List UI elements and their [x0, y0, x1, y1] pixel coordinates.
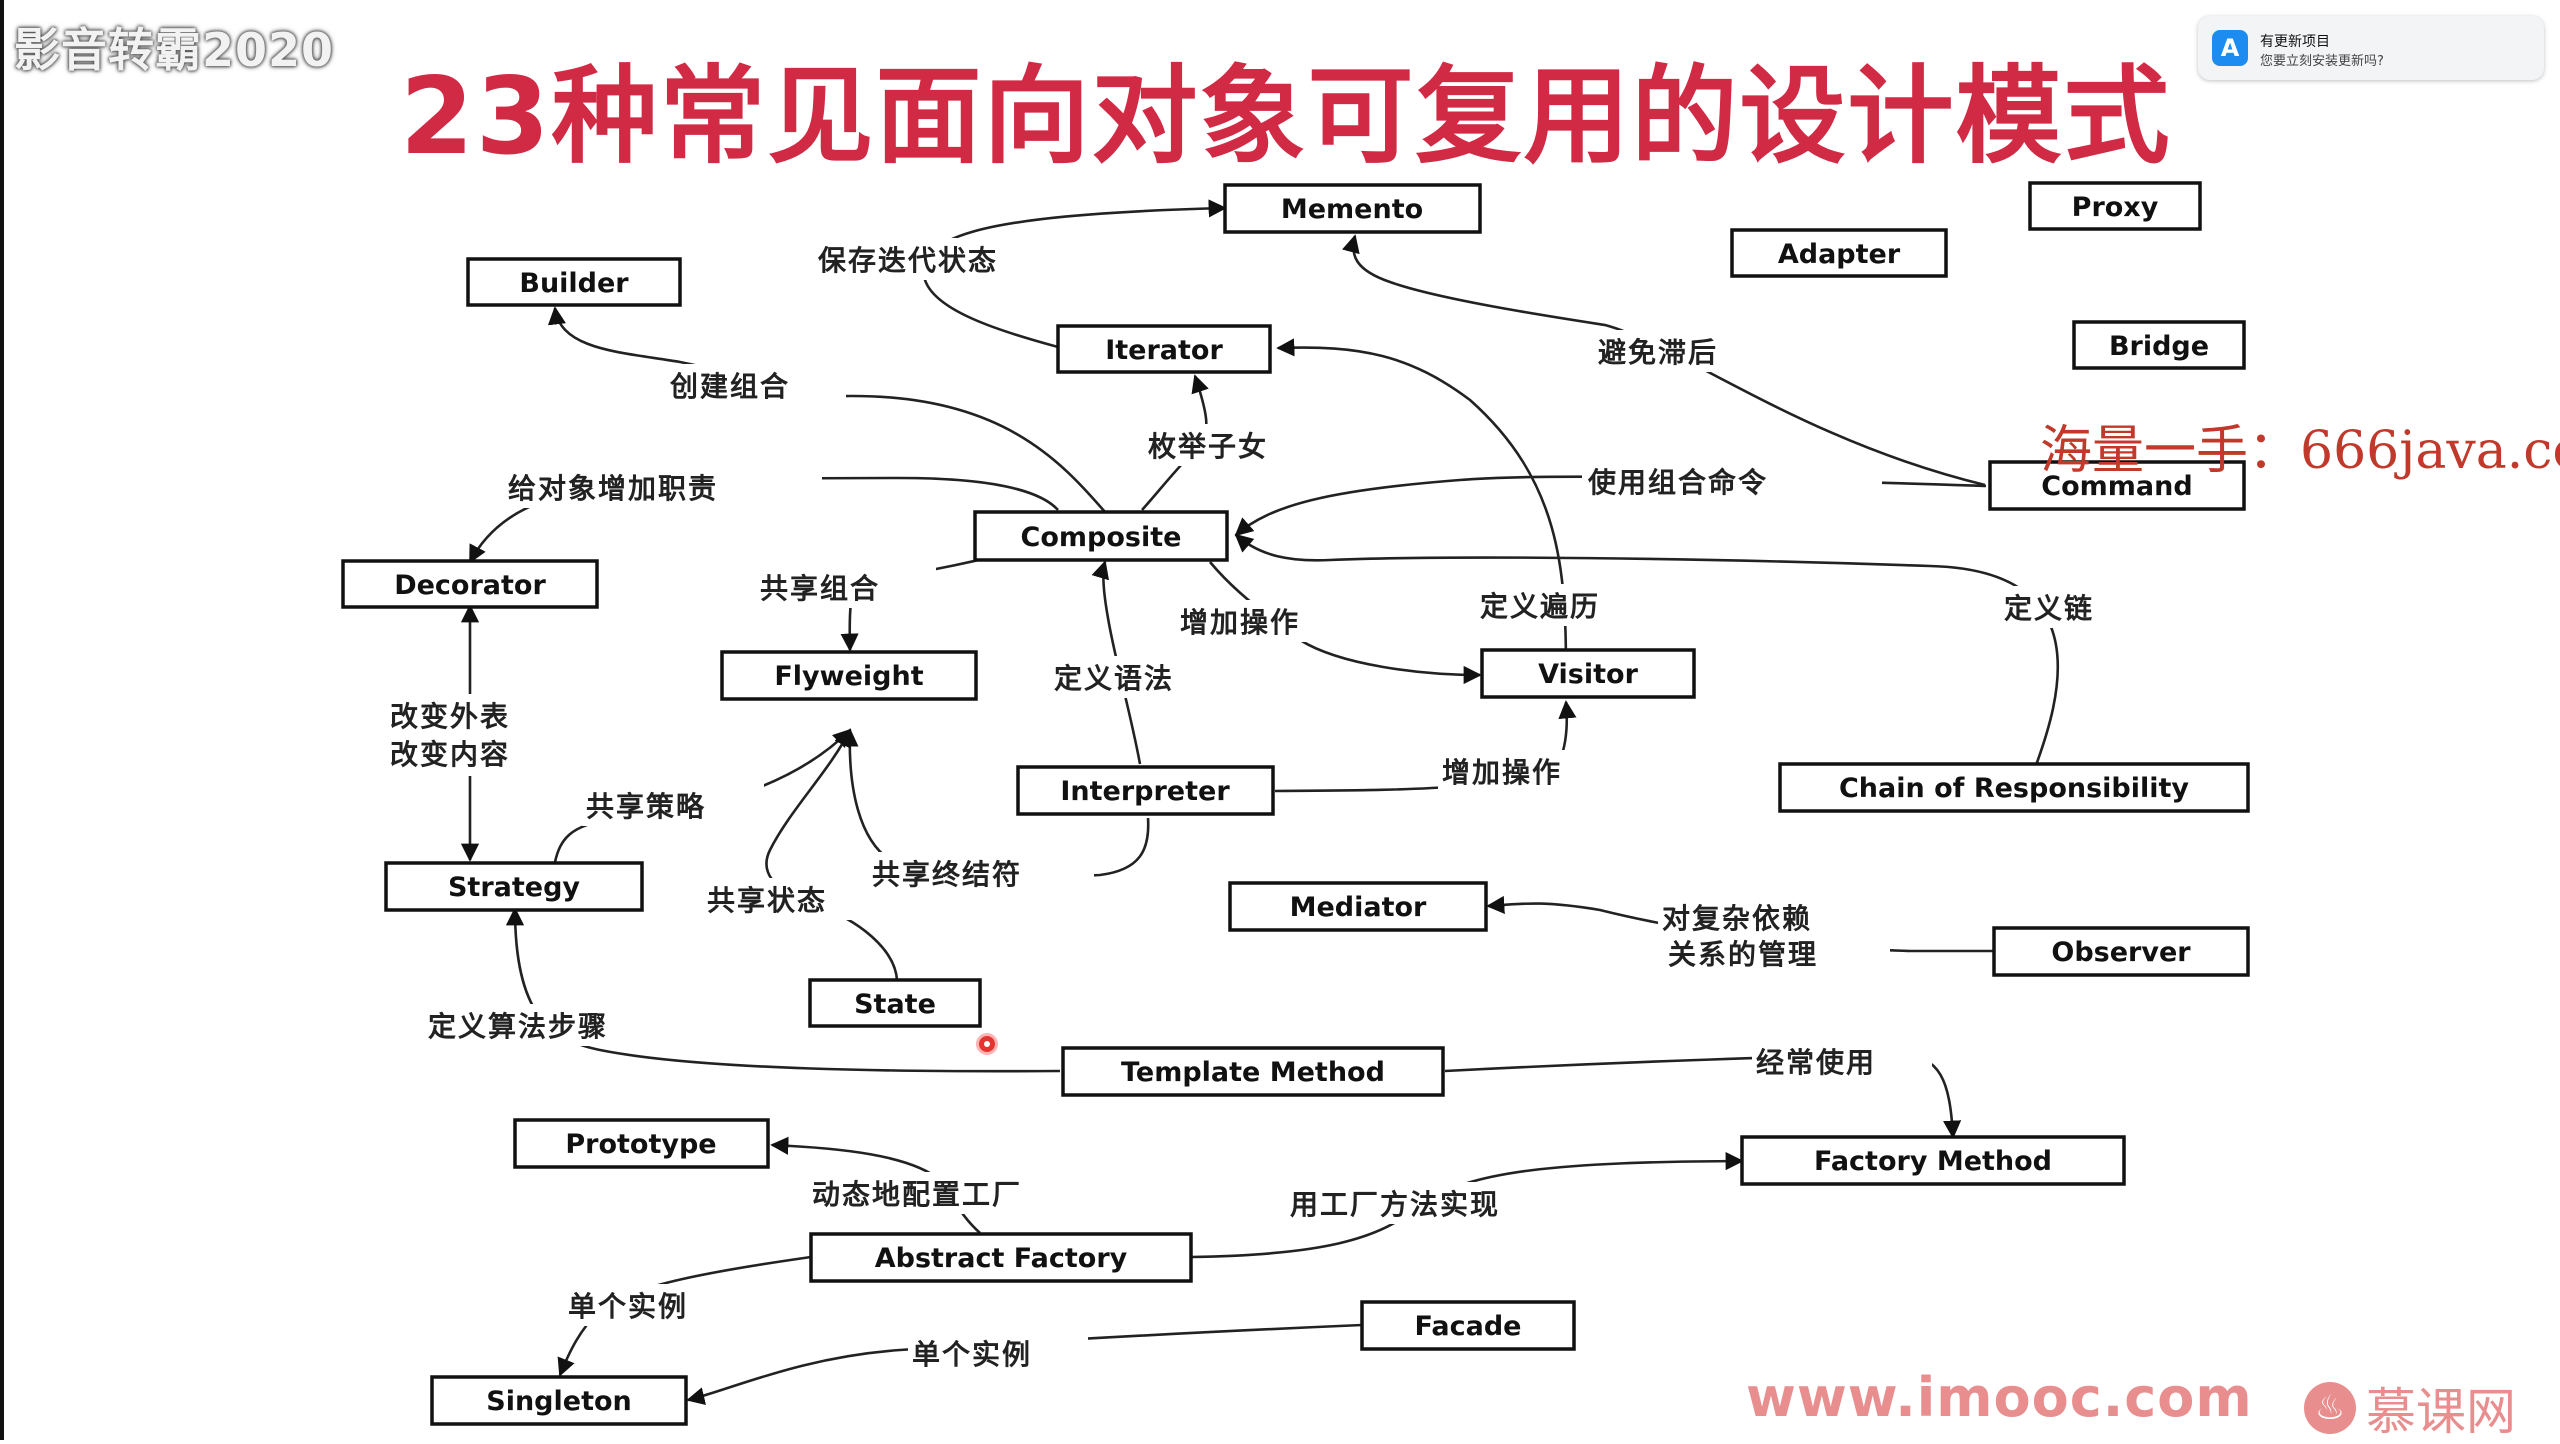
box-prototype: [513, 1118, 770, 1169]
video-watermark: 影音转霸2020: [14, 23, 335, 77]
label-change-skin: 改变外表: [390, 700, 510, 733]
label-add-operation-1: 增加操作: [1180, 606, 1300, 639]
edge-state-flyweight: [765, 728, 899, 981]
node-interpreter: Interpreter: [1060, 776, 1230, 807]
box-template: [1061, 1046, 1445, 1097]
app-store-icon: A: [2212, 30, 2248, 66]
notification-body: 您要立刻安装更新吗?: [2260, 54, 2384, 69]
label-masks: [386, 238, 2140, 1374]
node-facade: Facade: [1415, 1311, 1522, 1342]
box-composite: [973, 510, 1229, 562]
imooc-url-watermark: www.imooc.com: [1746, 1366, 2253, 1429]
label-complex-dep-2: 关系的管理: [1668, 938, 1818, 971]
label-often-use: 经常使用: [1756, 1046, 1876, 1079]
box-interpreter: [1016, 765, 1275, 816]
box-iterator: [1056, 324, 1272, 374]
imooc-name: 慕课网: [2366, 1383, 2516, 1441]
label-share-strategy: 共享策略: [586, 790, 706, 823]
node-mediator: Mediator: [1290, 892, 1427, 923]
box-decorator: [341, 559, 599, 609]
box-bridge: [2072, 320, 2246, 370]
box-mediator: [1228, 881, 1488, 932]
ad-watermark: 海量一手：666java.co: [2040, 421, 2560, 481]
node-factory-method: Factory Method: [1814, 1146, 2052, 1177]
label-define-chain: 定义链: [2004, 592, 2094, 625]
box-factory-method: [1740, 1135, 2126, 1186]
box-flyweight: [720, 650, 978, 701]
node-memento: Memento: [1281, 194, 1423, 225]
label-enum-children: 枚举子女: [1148, 430, 1268, 463]
label-define-traversal: 定义遍历: [1480, 590, 1600, 623]
box-command: [1988, 460, 2246, 511]
window-edge: [0, 0, 4, 1440]
box-chain: [1778, 762, 2250, 813]
edge-interpreter-composite: [1091, 560, 1142, 765]
label-share-composite: 共享组合: [760, 572, 880, 605]
node-adapter: Adapter: [1778, 239, 1901, 270]
box-observer: [1992, 926, 2250, 977]
node-observer: Observer: [2051, 937, 2191, 968]
label-create-composite: 创建组合: [669, 370, 790, 403]
box-visitor: [1480, 648, 1696, 699]
node-singleton: Singleton: [486, 1386, 632, 1417]
box-abstract-factory: [809, 1232, 1193, 1283]
node-template: Template Method: [1121, 1057, 1385, 1088]
imooc-logo: ♨慕课网: [2304, 1372, 2516, 1444]
box-proxy: [2028, 181, 2202, 231]
label-define-algo-steps: 定义算法步骤: [428, 1010, 608, 1043]
flame-logo-icon: ♨: [2304, 1382, 2356, 1434]
label-single-instance-1: 单个实例: [568, 1290, 688, 1323]
label-add-operation-2: 增加操作: [1442, 756, 1562, 789]
node-command: Command: [2041, 471, 2192, 502]
node-abstract-factory: Abstract Factory: [875, 1243, 1128, 1274]
pattern-boxes: [341, 181, 2250, 1426]
label-add-responsibility: 给对象增加职责: [508, 472, 718, 505]
slide-title: 23种常见面向对象可复用的设计模式: [400, 55, 2172, 178]
node-proxy: Proxy: [2072, 192, 2159, 223]
edge-composite-visitor: [1209, 561, 1482, 685]
label-use-composite-cmd: 使用组合命令: [1587, 466, 1768, 499]
box-singleton: [430, 1375, 688, 1426]
label-single-instance-2: 单个实例: [912, 1338, 1032, 1371]
label-save-iter-state: 保存迭代状态: [818, 244, 998, 277]
node-visitor: Visitor: [1538, 659, 1638, 690]
label-complex-dep-1: 对复杂依赖: [1662, 902, 1812, 935]
label-avoid-lag: 避免滞后: [1598, 336, 1718, 369]
box-memento: [1223, 183, 1482, 234]
node-chain: Chain of Responsibility: [1839, 773, 2189, 804]
node-bridge: Bridge: [2109, 331, 2209, 362]
node-state: State: [854, 989, 936, 1020]
pointer-indicator: [976, 1033, 998, 1055]
update-notification[interactable]: A 有更新项目 您要立刻安装更新吗?: [2198, 16, 2544, 80]
box-strategy: [384, 861, 644, 912]
edge-command-memento: [1342, 234, 1986, 487]
label-change-guts: 改变内容: [390, 738, 510, 771]
node-prototype: Prototype: [565, 1129, 716, 1160]
node-strategy: Strategy: [448, 872, 580, 903]
node-builder: Builder: [519, 268, 629, 299]
node-flyweight: Flyweight: [774, 661, 923, 692]
label-dyn-config-factory: 动态地配置工厂: [812, 1178, 1022, 1211]
node-composite: Composite: [1021, 522, 1182, 553]
label-impl-factory-method: 用工厂方法实现: [1290, 1188, 1500, 1221]
edge-labels: 保存迭代状态 避免滞后 创建组合 枚举子女 给对象增加职责 使用组合命令 共享组…: [390, 244, 2094, 1371]
box-state: [808, 978, 982, 1028]
notification-title: 有更新项目: [2260, 34, 2330, 50]
pattern-names: Memento Proxy Builder Adapter Iterator B…: [394, 192, 2209, 1417]
label-share-state: 共享状态: [707, 884, 827, 917]
label-define-grammar: 定义语法: [1054, 662, 1174, 695]
node-decorator: Decorator: [394, 570, 546, 601]
box-adapter: [1730, 228, 1948, 278]
box-facade: [1360, 1300, 1576, 1351]
label-share-terminal: 共享终结符: [872, 858, 1022, 891]
edge-template-strategy: [505, 907, 1061, 1073]
node-iterator: Iterator: [1105, 335, 1223, 366]
box-builder: [466, 257, 682, 307]
edge-chain-composite: [1234, 533, 2060, 769]
